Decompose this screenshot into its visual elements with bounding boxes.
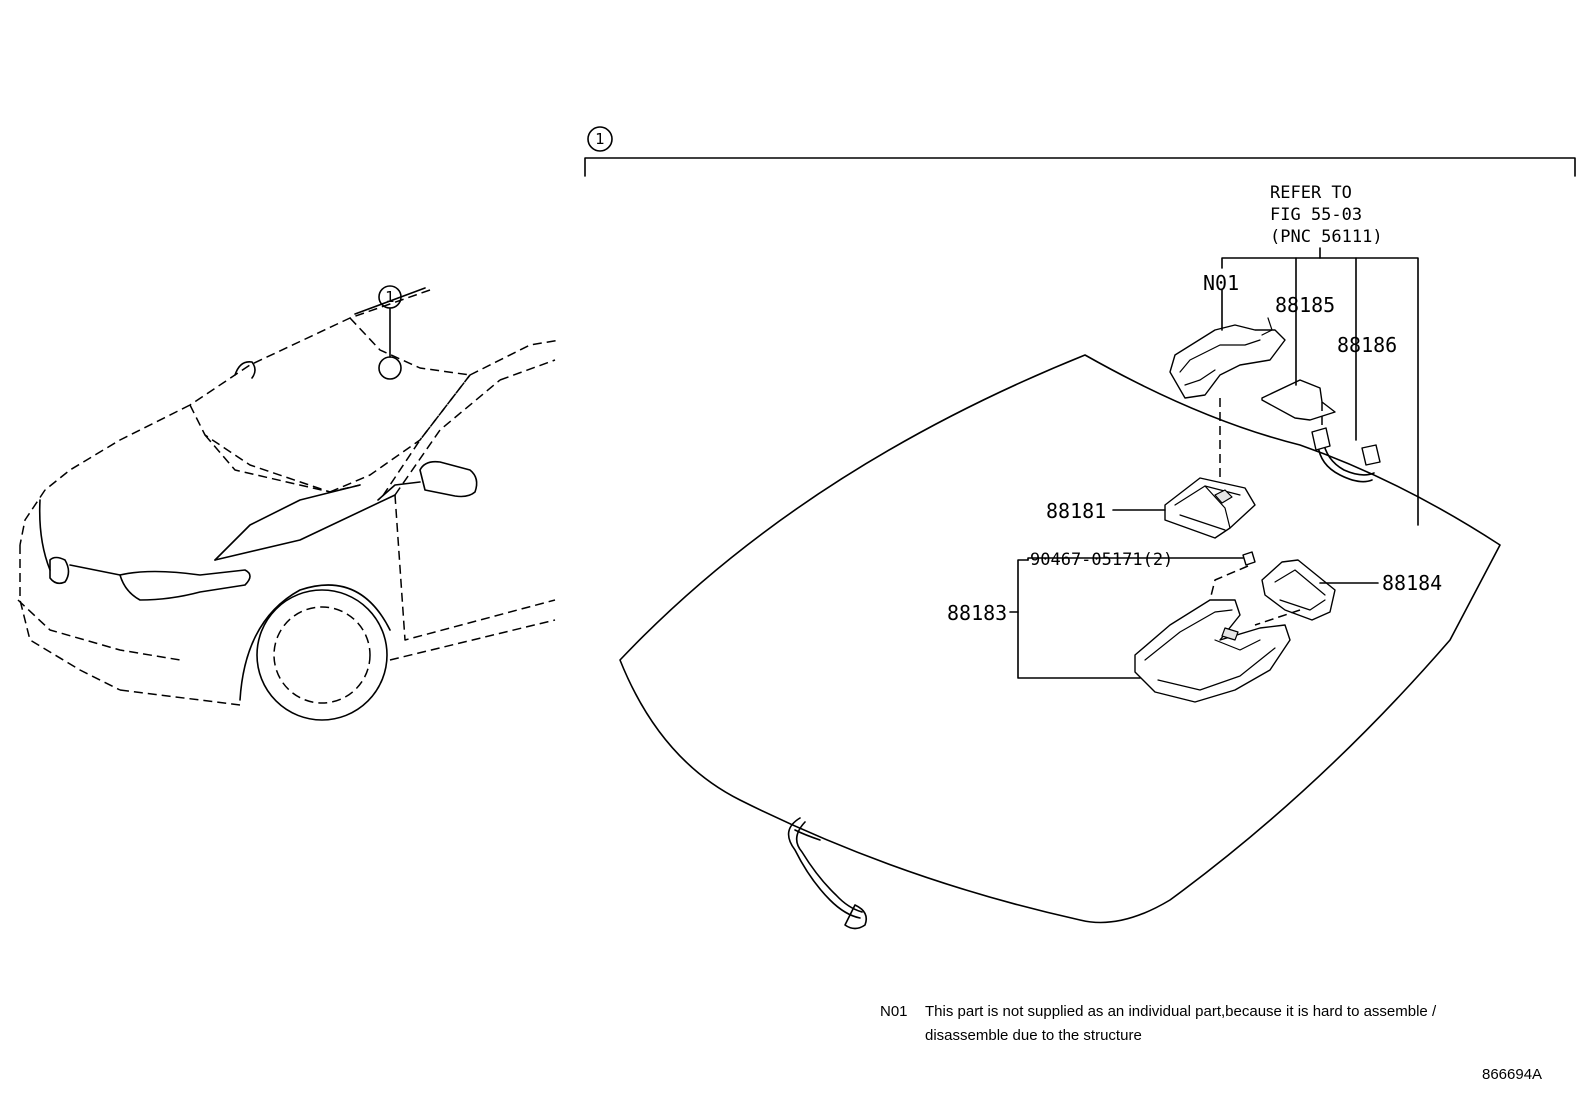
part-88184-cover [1261,559,1336,621]
footnote-line-2: disassemble due to the structure [925,1027,1142,1044]
labels: REFER TO FIG 55-03 (PNC 56111) N01 88185… [947,183,1442,625]
part-n01-bracket [1169,317,1286,399]
label-n01: N01 [1203,271,1239,295]
label-90467-05171: 90467-05171(2) [1030,550,1173,570]
label-88181: 88181 [1046,499,1106,523]
car-callout-marker: 1 [378,285,402,309]
part-88181-sensor [1164,477,1256,539]
leader-lines [1009,289,1379,679]
footnote: N01 This part is not supplied as an indi… [880,1003,1437,1044]
part-88183-cover [1134,599,1291,703]
label-88183: 88183 [947,601,1007,625]
part-88185-plate [1261,379,1336,421]
car-illustration [17,287,561,721]
assembly-guide-lines [1209,398,1323,626]
wire-harness-lower [787,817,868,930]
footnote-code: N01 [880,1003,908,1020]
assembly-bracket: 1 [584,126,1576,177]
part-90467-clip [1242,551,1256,566]
refer-line-2: FIG 55-03 [1270,205,1362,225]
car-callout-number: 1 [385,288,395,306]
refer-bracket [1221,247,1419,526]
assembly-callout-number: 1 [595,130,605,148]
label-88184: 88184 [1382,571,1442,595]
windshield-glass [619,354,1501,924]
label-88186: 88186 [1337,333,1397,357]
refer-line-3: (PNC 56111) [1270,227,1383,247]
footnote-line-1: This part is not supplied as an individu… [925,1003,1437,1020]
refer-line-1: REFER TO [1270,183,1352,203]
label-88185: 88185 [1275,293,1335,317]
part-88186-harness [1311,427,1381,483]
figure-id: 866694A [1482,1066,1542,1083]
